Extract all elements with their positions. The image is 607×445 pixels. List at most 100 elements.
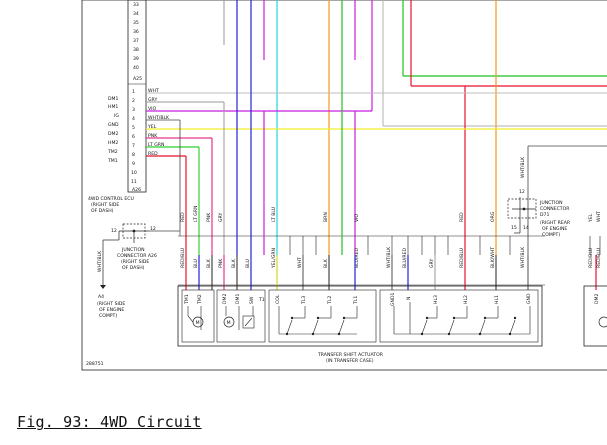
ecu-pin-38: 38 [133, 47, 139, 53]
pin-tl2: TL2 [327, 296, 333, 305]
side-label-tm1: TM1 [107, 158, 118, 164]
jc-a26-label-4: OF DASH) [122, 265, 145, 271]
mlabel-blu-red-1: BLU/RED [354, 248, 360, 268]
ecu-pin-35: 35 [133, 20, 139, 26]
actuator-motor-block-2 [216, 289, 266, 343]
side-label-tm2: TM2 [107, 149, 118, 155]
jc-a26-label-2: CONNECTOR A26 [117, 253, 157, 259]
mlabel-blk-3: BLK [323, 258, 329, 268]
wire-label-pnk: PNK [148, 133, 158, 139]
mlabel-wht-blk-1: WHT/BLK [386, 246, 392, 268]
ecu-pin-37: 37 [133, 38, 139, 44]
junction-connector-a26: 12 12 JUNCTION CONNECTOR A26 (RIGHT SIDE… [111, 223, 180, 271]
ground-label-3: COMPT) [99, 313, 117, 319]
vlabel-wht: WHT [596, 211, 602, 222]
ecu-connector-a25: A25 [133, 76, 142, 82]
ecu-lower-pins: 1 2 3 4 5 6 7 8 9 10 11 A26 [131, 89, 141, 193]
mlabel-red-blu-2: RED/BLU [459, 248, 465, 268]
sensor-icon [242, 315, 255, 329]
mlabel-blk-wht: BLK/WHT [490, 247, 496, 268]
jc-d71-pin-top: 12 [519, 189, 525, 195]
ecu-wire-labels: WHT GRY VIO WHT/BLK YEL PNK LT GRN RED [147, 88, 170, 157]
ecu-label-line-3: OF DASH) [91, 208, 114, 214]
jc-d71-label-4: (RIGHT REAR [540, 220, 571, 226]
side-label-gnd: GND [108, 122, 119, 128]
wire-label-lt-grn: LT GRN [148, 142, 164, 148]
pin-tm1: TM1 [184, 294, 190, 305]
wire-label-red: RED [148, 151, 158, 157]
ecu-pin-11: 11 [131, 179, 137, 185]
ecu-pin-10: 10 [131, 170, 137, 176]
ecu-side-labels: DM1 HM1 IG GND DM2 HM2 TM2 TM1 [107, 96, 119, 164]
side-label-dm2: DM2 [108, 131, 119, 137]
jc-d71-label-3: D71 [540, 212, 549, 218]
ecu-pin-4: 4 [132, 116, 135, 122]
vlabel-yel: YEL [588, 213, 594, 223]
vlabel-org: ORG [490, 211, 496, 222]
jc-a26-pin-right: 12 [150, 226, 156, 232]
mid-vertical-labels: RED/BLU BLU BLK PNK BLK BLU YEL/GRN WHT … [180, 246, 602, 269]
vlabel-wht-blk-ground: WHT/BLK [97, 250, 103, 272]
pin-hl2: HL2 [463, 295, 469, 304]
vlabel-wht-blk-top: WHT/BLK [520, 156, 526, 178]
pin-tm2: TM2 [197, 294, 203, 305]
wire-label-vio: VIO [148, 106, 156, 112]
ecu-pin-9: 9 [132, 161, 135, 167]
pin-dm2-right: DM2 [594, 293, 600, 304]
mlabel-blu-red-2: BLU/RED [402, 248, 408, 268]
side-label-ig: IG [114, 113, 119, 119]
wire-label-wht-blk: WHT/BLK [148, 115, 170, 121]
pin-hl1: HL1 [494, 295, 500, 304]
mlabel-pnk: PNK [218, 258, 224, 268]
actuator-switch-block-1 [268, 289, 377, 343]
pin-n: N [406, 297, 412, 300]
actuator-switch-block-2 [379, 289, 539, 343]
ecu-upper-pins: 33 34 35 36 37 38 39 40 A25 [133, 2, 142, 82]
transfer-shift-actuator-box [177, 285, 543, 347]
switch-contacts-1 [278, 306, 358, 336]
ecu-pin-3: 3 [132, 107, 135, 113]
vlabel-red-1: RED [180, 212, 186, 222]
ecu-pin-2: 2 [132, 98, 135, 104]
motor-right-icon [598, 316, 607, 328]
pin-gnd: GND [526, 293, 532, 304]
jc-d71-label-2: CONNECTOR [540, 206, 570, 212]
mid-connector-band [178, 60, 601, 286]
left-drop-wires [179, 60, 356, 255]
ecu-pin-33: 33 [133, 2, 139, 8]
mlabel-red-blu-4: RED/BLU [596, 248, 602, 268]
jc-a26-pin-left: 12 [111, 228, 117, 234]
vlabel-red-2: RED [459, 212, 465, 222]
mlabel-wht-blk-2: WHT/BLK [520, 246, 526, 268]
diagram-frame [81, 0, 607, 371]
ecu-pin-8: 8 [132, 152, 135, 158]
motor-1: M [187, 306, 204, 330]
ecu-pin-34: 34 [133, 11, 139, 17]
lower-stubs [185, 255, 597, 290]
pin-tl1: TL1 [353, 296, 359, 305]
jc-a26-label-1: JUNCTION [121, 247, 145, 253]
ground-label-1: (RIGHT SIDE [97, 301, 125, 307]
side-label-dm1: DM1 [108, 96, 119, 102]
vlabel-lt-grn: LT GRN [193, 206, 199, 222]
ground-icon [100, 285, 106, 289]
ecu-connector-a26: A26 [132, 187, 141, 193]
ecu-pin-40: 40 [133, 65, 139, 71]
pin-sw: SW [249, 296, 255, 304]
jc-d71-label-5: OF ENGINE [542, 226, 567, 232]
ground-a4: WHT/BLK A4 (RIGHT SIDE OF ENGINE COMPT) [97, 231, 125, 319]
right-partial-box [583, 285, 607, 347]
mlabel-red-blu-3: RED/BLU [588, 248, 594, 268]
ground-label-2: OF ENGINE [99, 307, 124, 313]
pin-dm2: DM2 [222, 293, 228, 304]
side-label-hm2: HM2 [108, 140, 118, 146]
wire-label-gry: GRY [148, 97, 157, 103]
motor-2: M [223, 306, 255, 330]
ecu-pin-6: 6 [132, 134, 135, 140]
mlabel-gry: GRY [429, 259, 435, 268]
pin-gnd1: GND1 [390, 292, 396, 306]
ecu-pin-5: 5 [132, 125, 135, 131]
ground-id: A4 [98, 294, 104, 300]
jc-d71-pin-right: 14 [523, 225, 529, 231]
ecu-horizontal-wires [146, 92, 607, 157]
